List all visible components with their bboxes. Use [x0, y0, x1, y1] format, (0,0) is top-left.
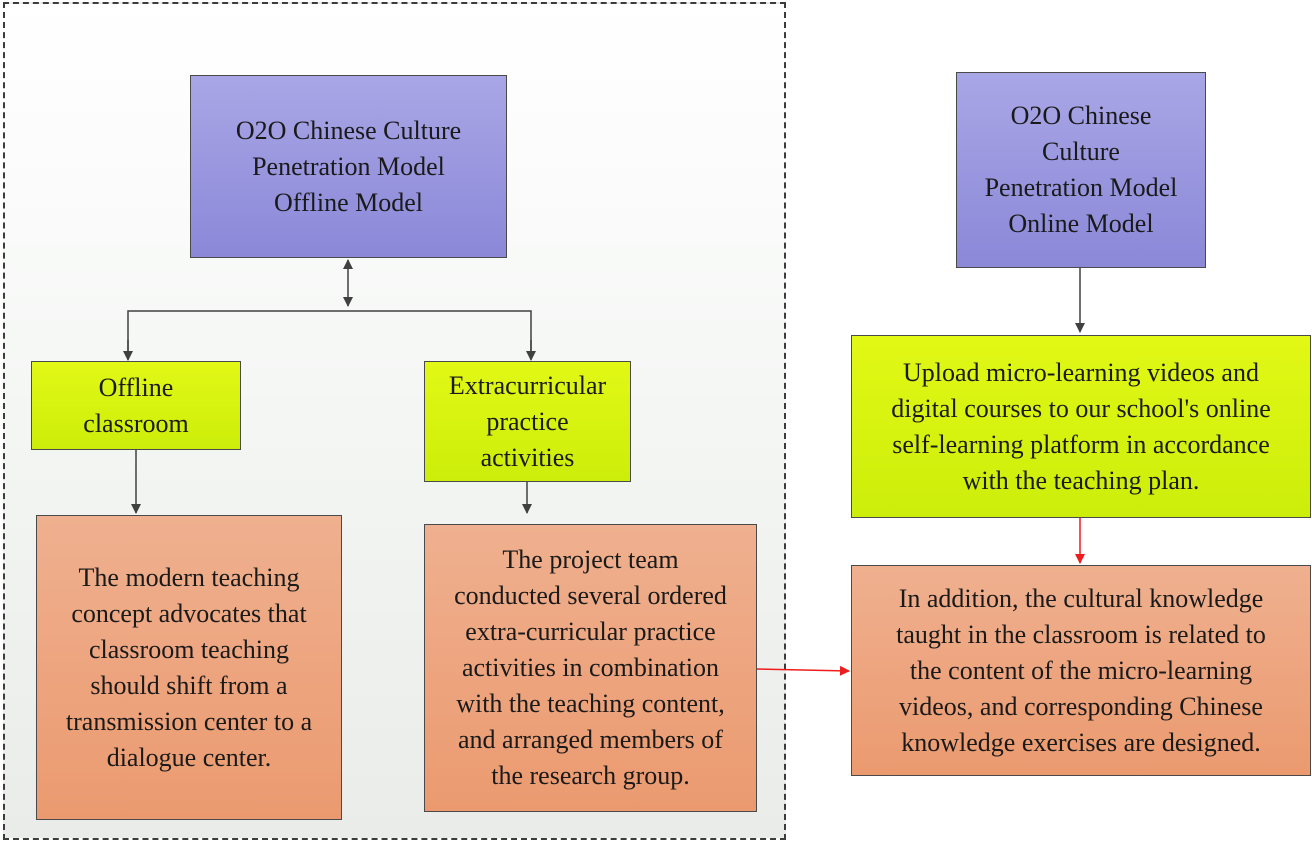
arrow-extracurricular-to-addition: [756, 665, 850, 676]
online-upload-box: Upload micro-learning videos and digital…: [851, 335, 1311, 518]
extracurricular-description-box: The project team conducted several order…: [424, 524, 757, 812]
extracurricular-box: Extracurricular practice activities: [424, 361, 631, 482]
offline-classroom-description-box: The modern teaching concept advocates th…: [36, 515, 342, 820]
online-addition-box: In addition, the cultural knowledge taug…: [851, 565, 1311, 776]
offline-model-box: O2O Chinese Culture Penetration Model Of…: [190, 75, 507, 258]
offline-branch-line: [127, 310, 532, 358]
online-model-title: O2O Chinese Culture Penetration Model On…: [984, 101, 1178, 238]
online-addition-text: In addition, the cultural knowledge taug…: [896, 583, 1266, 757]
online-upload-text: Upload micro-learning videos and digital…: [891, 357, 1271, 495]
online-model-box: O2O Chinese Culture Penetration Model On…: [956, 72, 1206, 268]
offline-model-title: O2O Chinese Culture Penetration Model Of…: [235, 115, 462, 217]
offline-classroom-label: Offline classroom: [83, 372, 189, 438]
extracurricular-label: Extracurricular practice activities: [448, 370, 607, 472]
offline-classroom-description: The modern teaching concept advocates th…: [65, 562, 313, 772]
extracurricular-description: The project team conducted several order…: [454, 545, 727, 790]
offline-classroom-box: Offline classroom: [31, 361, 241, 450]
